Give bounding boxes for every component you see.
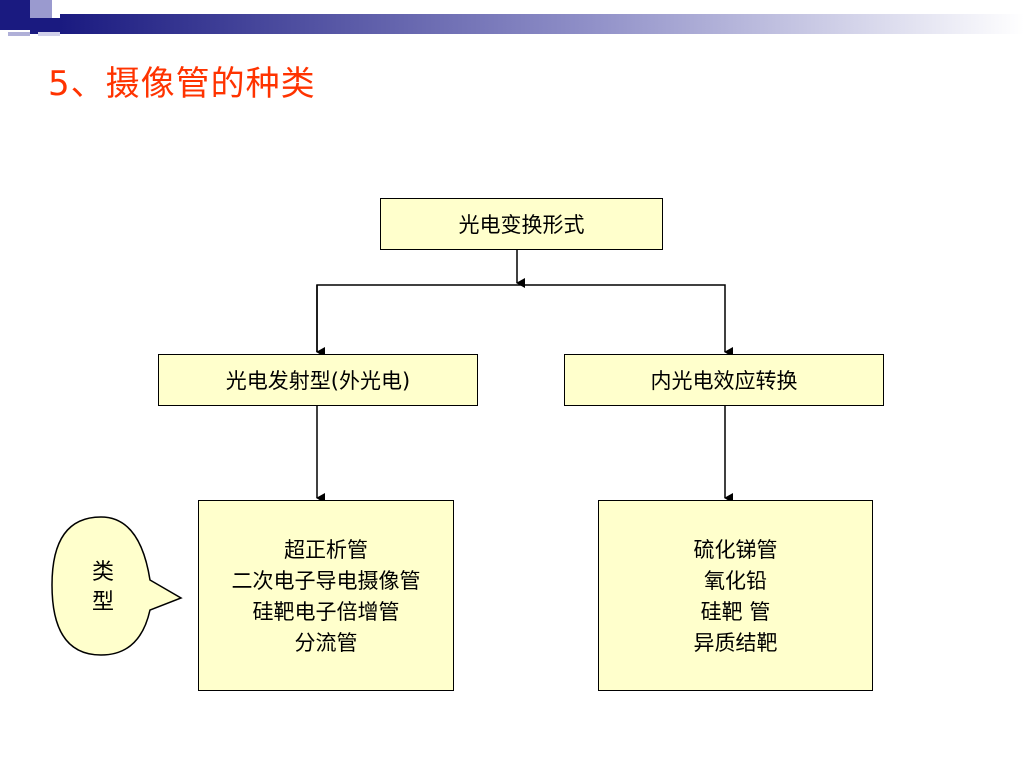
header-decoration xyxy=(0,0,1024,36)
callout-char: 型 xyxy=(91,590,114,615)
left-items-box: 超正析管 二次电子导电摄像管 硅靶电子倍增管 分流管 xyxy=(198,500,454,691)
list-item: 分流管 xyxy=(294,631,358,655)
list-item: 硅靶电子倍增管 xyxy=(252,600,400,624)
branch-line xyxy=(316,284,733,357)
callout-char: 类 xyxy=(91,560,114,585)
page-title: 5、摄像管的种类 xyxy=(48,64,316,104)
list-item: 硫化锑管 xyxy=(693,538,778,562)
list-item: 超正析管 xyxy=(284,538,368,562)
list-item: 二次电子导电摄像管 xyxy=(231,569,421,593)
branch-right-label: 内光电效应转换 xyxy=(650,369,798,393)
branch-right-box: 内光电效应转换 xyxy=(564,354,884,406)
root-box: 光电变换形式 xyxy=(380,198,663,250)
branch-left-label: 光电发射型(外光电) xyxy=(225,369,411,393)
list-item: 硅靶 管 xyxy=(700,600,771,624)
list-item: 异质结靶 xyxy=(693,631,778,655)
right-items-box: 硫化锑管 氧化铅 硅靶 管 异质结靶 xyxy=(598,500,873,691)
list-item: 氧化铅 xyxy=(704,569,767,593)
branch-left-box: 光电发射型(外光电) xyxy=(158,354,478,406)
callout-label: 类 型 xyxy=(88,558,118,618)
root-label: 光电变换形式 xyxy=(458,213,585,237)
callout-bubble xyxy=(51,516,183,656)
